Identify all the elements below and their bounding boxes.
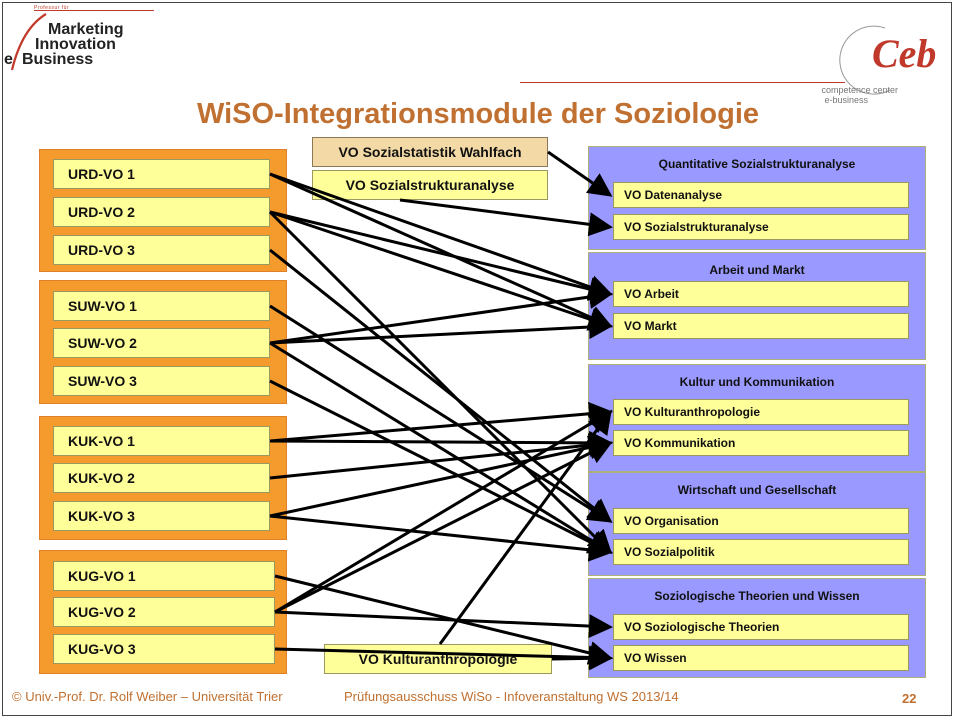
arrow-kug2-kommunikation <box>274 441 613 614</box>
module-kuk-vo-1: KUK-VO 1 <box>53 426 270 456</box>
arrow-suw2-sozialpolitik <box>269 341 613 554</box>
target-markt: VO Markt <box>613 313 909 339</box>
arrow-kulturanthro-wissen <box>551 646 613 671</box>
ceb-divider <box>520 82 845 83</box>
slide-title: WiSO-Integrationsmodule der Soziologie <box>196 98 760 130</box>
module-kuk-vo-2: KUK-VO 2 <box>53 463 270 493</box>
module-suw-vo-2: SUW-VO 2 <box>53 328 270 358</box>
panel-quantitative-title: Quantitative Sozialstrukturanalyse <box>658 157 856 171</box>
module-urd-vo-3: URD-VO 3 <box>53 235 270 265</box>
logo-tagline: Professur für <box>34 5 70 11</box>
logo-e: e <box>4 51 13 68</box>
kulturanthropologie-box: VO Kulturanthropologie <box>324 644 552 674</box>
module-suw-vo-1: SUW-VO 1 <box>53 291 270 321</box>
target-sozialstrukturanalyse: VO Sozialstrukturanalyse <box>613 214 909 240</box>
wahlfach-box: VO Sozialstatistik Wahlfach <box>312 137 548 167</box>
arrow-urd1-markt <box>269 172 613 329</box>
arrow-kuk1-kommunikation <box>269 430 613 455</box>
panel-arbeit-markt-title: Arbeit und Markt <box>709 263 805 277</box>
page-number: 22 <box>902 691 917 706</box>
arrow-kug1-wissen <box>274 574 613 665</box>
panel-theorien-wissen-title: Soziologische Theorien und Wissen <box>654 589 860 603</box>
arrow-urd2-sozialpolitik <box>268 210 613 555</box>
module-kuk-vo-3: KUK-VO 3 <box>53 501 270 531</box>
panel-kultur-kommunikation-title: Kultur und Kommunikation <box>679 375 835 389</box>
arrow-kug2-kulturanthropologie <box>274 410 613 614</box>
arrow-urd1-arbeit <box>269 172 613 299</box>
footer-copyright: © Univ.-Prof. Dr. Rolf Weiber – Universi… <box>12 689 283 704</box>
ceb-line1: competence center <box>821 85 898 95</box>
arrow-urd2-arbeit <box>269 210 613 301</box>
arrow-sozialstruktur-sozialstrukturanalyse <box>399 198 613 237</box>
sozialstruktur-box: VO Sozialstrukturanalyse <box>312 170 548 200</box>
arrow-wahlfach-datenanalyse <box>547 150 613 197</box>
arrow-kuk1-kulturanthropologie <box>269 401 613 443</box>
arrow-kug2-theorien <box>274 610 613 639</box>
arrow-suw2-markt <box>269 315 613 345</box>
target-arbeit: VO Arbeit <box>613 281 909 307</box>
module-kug-vo-1: KUG-VO 1 <box>53 561 275 591</box>
target-organisation: VO Organisation <box>613 508 909 534</box>
arrow-kuk2-kommunikation <box>269 433 613 480</box>
logo-marketing: Marketing <box>48 21 124 38</box>
target-soziologische-theorien: VO Soziologische Theorien <box>613 614 909 640</box>
arrow-kulturanthro-kulturanthropologie <box>438 409 612 645</box>
target-wissen: VO Wissen <box>613 645 909 671</box>
ceb-line2: e-business <box>824 95 868 105</box>
arrow-kuk3-sozialpolitik <box>269 514 613 562</box>
arrow-suw2-arbeit <box>269 285 613 345</box>
target-datenanalyse: VO Datenanalyse <box>613 182 909 208</box>
ceb-logo: Ceb <box>872 31 937 76</box>
module-kug-vo-3: KUG-VO 3 <box>53 634 275 664</box>
module-urd-vo-2: URD-VO 2 <box>53 197 270 227</box>
target-sozialpolitik: VO Sozialpolitik <box>613 539 909 565</box>
arrow-urd2-markt <box>269 210 613 331</box>
arrow-suw1-organisation <box>269 304 613 523</box>
module-suw-vo-3: SUW-VO 3 <box>53 366 270 396</box>
logo-innovation: Innovation <box>35 36 116 53</box>
module-kug-vo-2: KUG-VO 2 <box>53 597 275 627</box>
arrow-kug3-wissen <box>274 645 613 670</box>
logo-business: Business <box>22 51 94 68</box>
target-kulturanthropologie: VO Kulturanthropologie <box>613 399 909 425</box>
arrow-suw3-sozialpolitik <box>269 379 613 554</box>
arrow-urd3-organisation <box>269 248 613 523</box>
panel-wirtschaft-gesellschaft-title: Wirtschaft und Gesellschaft <box>677 483 837 497</box>
logo-divider <box>34 10 154 11</box>
target-kommunikation: VO Kommunikation <box>613 430 909 456</box>
footer-event: Prüfungsausschuss WiSo - Infoveranstaltu… <box>344 689 679 704</box>
arrow-kuk3-kommunikation <box>269 435 613 518</box>
module-urd-vo-1: URD-VO 1 <box>53 159 270 189</box>
